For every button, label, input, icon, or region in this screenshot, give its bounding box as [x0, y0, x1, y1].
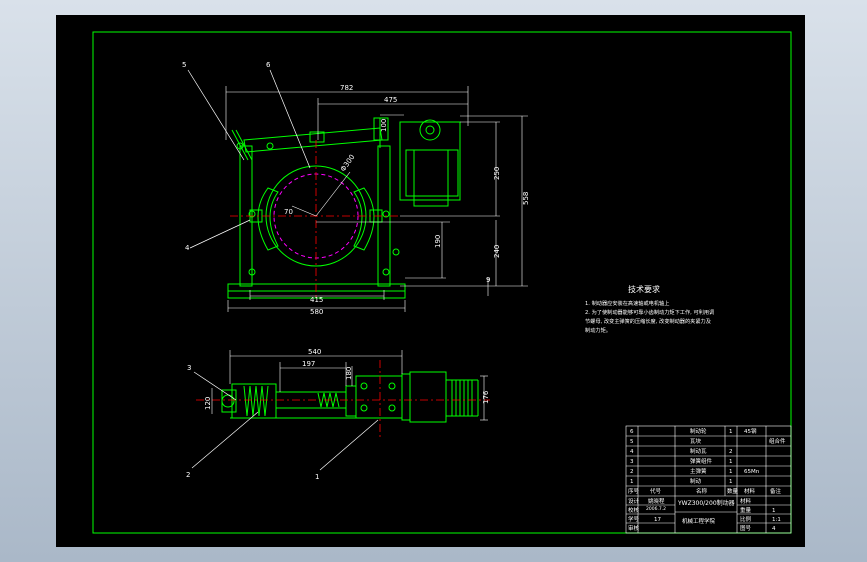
dim-197: 197	[302, 360, 315, 368]
svg-text:1: 1	[772, 508, 776, 514]
callout-2: 2	[186, 471, 190, 479]
drawing-sheet	[56, 15, 805, 547]
left-brake-shoe	[257, 187, 279, 251]
plan-dimensions	[211, 350, 488, 421]
svg-text:学号: 学号	[628, 515, 640, 523]
svg-text:2: 2	[630, 469, 634, 475]
tech-line-2: 2. 为了使制动器能够可靠小齿制动力矩下工作, 可利用调	[585, 308, 714, 316]
inner-border	[92, 31, 792, 534]
svg-text:6: 6	[630, 429, 634, 435]
tech-requirements: 技术要求 1. 制动器应安装在高速轴或电机轴上 2. 为了使制动器能够可靠小齿制…	[585, 284, 714, 334]
svg-text:4: 4	[630, 449, 634, 455]
svg-text:材料: 材料	[740, 497, 752, 505]
svg-text:5: 5	[630, 439, 634, 445]
plan-centerlines	[196, 360, 490, 440]
dim-190: 190	[434, 235, 442, 248]
svg-text:组合件: 组合件	[769, 437, 786, 445]
tech-line-1: 1. 制动器应安装在高速轴或电机轴上	[585, 299, 669, 307]
scale-value: 1:1	[772, 517, 781, 523]
dim-180: 180	[345, 367, 353, 380]
sheet-number: 4	[772, 526, 776, 532]
svg-text:制动: 制动	[690, 477, 702, 485]
check-date: 2006.7.2	[646, 506, 666, 512]
dim-475: 475	[384, 96, 397, 104]
svg-text:1: 1	[729, 479, 733, 485]
thruster-eye	[419, 119, 441, 141]
svg-text:弹簧组件: 弹簧组件	[690, 457, 713, 465]
svg-text:65Mn: 65Mn	[744, 469, 760, 475]
svg-text:3: 3	[630, 459, 634, 465]
callout-1: 1	[315, 473, 319, 481]
front-view	[227, 117, 461, 299]
dim-70: 70	[284, 208, 293, 216]
student-id: 17	[654, 517, 661, 523]
dim-176: 176	[482, 390, 490, 404]
svg-text:1: 1	[729, 459, 733, 465]
parts-table	[625, 425, 792, 534]
svg-text:比例: 比例	[740, 515, 752, 523]
header-qty: 数量	[727, 487, 739, 495]
tech-line-4: 制动力矩。	[585, 326, 611, 334]
title-block: 设计 姚晓程 校核 2006.7.2 学号 17 审核 YWZ300/200制动…	[628, 497, 781, 532]
svg-text:设计: 设计	[628, 497, 640, 505]
svg-text:1: 1	[630, 479, 634, 485]
svg-text:主弹簧: 主弹簧	[690, 467, 707, 475]
parts-table-rows: 6 制动轮 1 45钢 5 瓦块 组合件 4 制动瓦 2 3 弹簧组件 1 2 …	[628, 427, 786, 495]
tech-line-3: 节螺母, 改变主弹簧的压缩长度, 改变制动器的夹紧力及	[585, 317, 711, 325]
plan-view	[221, 371, 479, 423]
dim-120: 120	[204, 397, 212, 410]
designer-name: 姚晓程	[648, 497, 665, 505]
dim-782: 782	[340, 84, 353, 92]
svg-text:制动轮: 制动轮	[690, 427, 707, 435]
drawing-title: YWZ300/200制动器	[677, 499, 735, 507]
dim-250: 250	[493, 167, 501, 180]
svg-text:2: 2	[729, 449, 733, 455]
main-spring	[243, 385, 269, 417]
right-brake-shoe	[353, 187, 375, 251]
header-note: 备注	[770, 487, 782, 495]
front-dimensions	[225, 86, 528, 312]
header-no: 序号	[628, 487, 640, 495]
callout-5: 5	[182, 61, 186, 69]
svg-text:瓦块: 瓦块	[690, 437, 702, 445]
svg-text:重量: 重量	[740, 506, 752, 514]
svg-text:制动瓦: 制动瓦	[690, 447, 707, 455]
school-name: 机械工程学院	[682, 517, 716, 525]
svg-text:1: 1	[729, 469, 733, 475]
front-centerlines	[230, 140, 400, 300]
svg-text:1: 1	[729, 429, 733, 435]
header-code: 代号	[650, 487, 662, 495]
header-material: 材料	[744, 487, 756, 495]
svg-text:审核: 审核	[628, 524, 640, 532]
svg-text:校核: 校核	[628, 506, 640, 514]
svg-text:45钢: 45钢	[744, 427, 757, 435]
callout-3: 3	[187, 364, 191, 372]
plan-callout-lines	[191, 371, 379, 471]
callout-6: 6	[266, 61, 271, 69]
dim-558: 558	[522, 192, 530, 205]
dim-240: 240	[493, 245, 501, 258]
dim-100: 100	[380, 119, 388, 132]
dim-580: 580	[310, 308, 323, 316]
svg-text:图号: 图号	[740, 524, 752, 532]
thruster-plan	[409, 371, 447, 423]
callout-4: 4	[185, 244, 190, 252]
thruster-body	[399, 121, 461, 201]
header-name: 名称	[696, 487, 708, 495]
dim-415: 415	[310, 296, 323, 304]
dim-540: 540	[308, 348, 321, 356]
tech-title: 技术要求	[628, 284, 660, 294]
dim-9: 9	[486, 276, 490, 284]
front-callout-lines	[187, 69, 311, 249]
